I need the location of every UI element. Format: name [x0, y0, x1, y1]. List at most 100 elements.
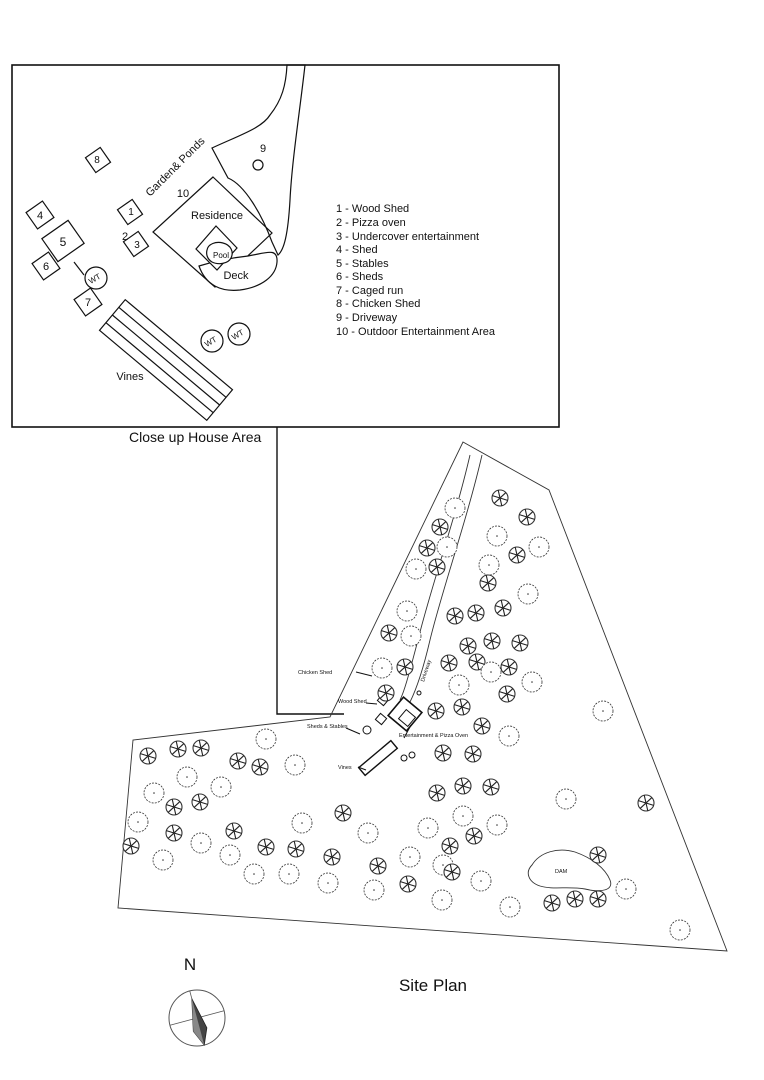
tree-icon	[369, 857, 387, 875]
wood-shed-square	[116, 198, 144, 226]
site-vines-label: Vines	[338, 765, 352, 771]
legend-item: 5 - Stables	[336, 258, 389, 270]
pool-label: Pool	[213, 251, 229, 260]
north-compass: N	[168, 955, 226, 1047]
close-up-frame	[11, 64, 560, 428]
tree-icon	[441, 837, 459, 855]
tree-icon	[334, 804, 352, 822]
tree-icon	[225, 822, 243, 840]
water-tank-circle	[200, 329, 224, 353]
compass-rose-icon	[168, 989, 226, 1047]
tree-icon	[323, 848, 341, 866]
driveway-strip	[211, 64, 306, 256]
stables-5-box	[41, 219, 85, 263]
shrub-icon	[190, 832, 212, 854]
water-tank-label: WT	[203, 335, 218, 349]
tree-icon	[473, 717, 491, 735]
tree-icon	[229, 752, 247, 770]
site-plan-title: Site Plan	[399, 976, 467, 995]
shrub-icon	[517, 583, 539, 605]
shrub-icon	[396, 600, 418, 622]
caged-run-7-box	[73, 287, 103, 317]
tree-icon	[468, 653, 486, 671]
legend-item: 1 - Wood Shed	[336, 203, 409, 215]
tree-icon	[446, 607, 464, 625]
shrub-icon	[371, 657, 393, 679]
tree-icon	[396, 658, 414, 676]
close-up-caption: Close up House Area	[129, 429, 262, 445]
shrub-icon	[452, 805, 474, 827]
tree-icon	[566, 890, 584, 908]
sheds-stables-label: Sheds & Stables	[307, 724, 348, 730]
site-labels: Chicken Shed Wood Shed Sheds & Stables E…	[298, 659, 568, 875]
tree-icon	[637, 794, 655, 812]
water-tank-label: WT	[230, 328, 245, 342]
shrub-icon	[400, 625, 422, 647]
tree-icon	[491, 489, 509, 507]
driveway-marker	[416, 690, 422, 696]
label-10: 10	[177, 188, 189, 200]
tree-icon	[467, 604, 485, 622]
shrub-icon	[592, 700, 614, 722]
site-boundary	[117, 441, 728, 952]
tree-icon	[431, 518, 449, 536]
wood-shed-label: Wood Shed	[338, 699, 367, 705]
tree-icon	[443, 863, 461, 881]
legend-item: 7 - Caged run	[336, 285, 403, 297]
label-8: 8	[94, 155, 100, 166]
shrub-icon	[317, 872, 339, 894]
tree-icon	[518, 508, 536, 526]
tree-icon	[122, 837, 140, 855]
shrub-icon	[255, 728, 277, 750]
tree-icon	[428, 784, 446, 802]
label-1: 1	[128, 207, 134, 218]
tree-icon	[479, 574, 497, 592]
tree-icon	[498, 685, 516, 703]
tree-icon	[139, 747, 157, 765]
shrub-icon	[431, 889, 453, 911]
label-2: 2	[122, 231, 128, 243]
shrub-icon	[444, 497, 466, 519]
tree-group	[122, 489, 691, 941]
residence-outline	[152, 176, 273, 288]
legend: 1 - Wood Shed 2 - Pizza oven 3 - Underco…	[336, 203, 496, 338]
tree-icon	[434, 744, 452, 762]
shrub-icon	[399, 846, 421, 868]
tree-icon	[454, 777, 472, 795]
chicken-shed-label: Chicken Shed	[298, 670, 332, 676]
tree-icon	[428, 558, 446, 576]
vines-rows	[98, 298, 234, 422]
legend-item: 2 - Pizza oven	[336, 217, 406, 229]
shrub-icon	[499, 896, 521, 918]
stables-connector	[73, 261, 85, 276]
shrub-icon	[555, 788, 577, 810]
shrub-icon	[219, 844, 241, 866]
water-tank-label: WT	[87, 272, 102, 286]
tree-icon	[483, 632, 501, 650]
pond-circle	[252, 159, 264, 171]
water-tank-circle	[227, 322, 251, 346]
shrub-icon	[143, 782, 165, 804]
legend-item: 6 - Sheds	[336, 271, 384, 283]
water-tank-circle	[84, 266, 108, 290]
tree-icon	[543, 894, 561, 912]
water-tank-circle	[400, 754, 408, 762]
sheds-6-box	[31, 251, 61, 281]
tree-icon	[418, 539, 436, 557]
tree-icon	[287, 840, 305, 858]
tree-icon	[459, 637, 477, 655]
tree-icon	[589, 846, 607, 864]
tree-icon	[440, 654, 458, 672]
close-up-connector	[276, 427, 344, 715]
label-6: 6	[43, 261, 49, 273]
shrub-icon	[528, 536, 550, 558]
label-4: 4	[37, 210, 43, 222]
tree-icon	[482, 778, 500, 796]
legend-item: 4 - Shed	[336, 244, 378, 256]
shrub-icon	[436, 536, 458, 558]
shrub-icon	[152, 849, 174, 871]
label-5: 5	[60, 235, 67, 249]
vines-label: Vines	[116, 371, 144, 383]
entertainment-square	[122, 230, 150, 258]
